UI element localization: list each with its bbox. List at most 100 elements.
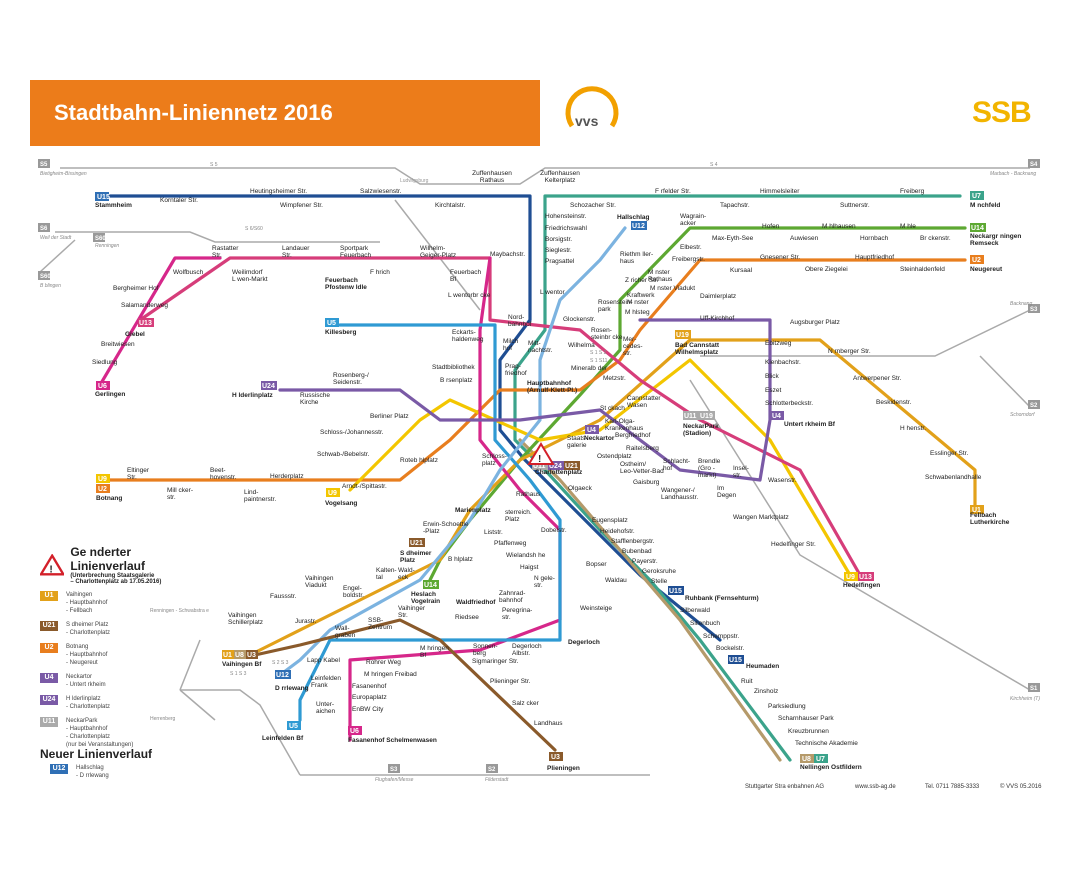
station-neckartor[interactable]: Neckartor xyxy=(584,435,615,442)
station-hallschlag[interactable]: Hallschlag xyxy=(617,214,650,221)
station-wasenstr[interactable]: Wasenstr. xyxy=(768,477,797,484)
station-maybach[interactable]: Maybachstr. xyxy=(490,251,525,258)
line-u4[interactable] xyxy=(278,318,772,482)
station-moehringen-freibad[interactable]: M hringen Freibad xyxy=(364,671,417,678)
station-salzwiesen[interactable]: Salzwiesenstr. xyxy=(360,188,402,195)
station-blick[interactable]: Blick xyxy=(765,373,779,380)
station-unteraichen[interactable]: Unter-aichen xyxy=(316,701,336,715)
station-plieningen[interactable]: Plieningen xyxy=(547,765,580,772)
station-ruhbank[interactable]: Ruhbank (Fernsehturm) xyxy=(685,595,759,602)
station-inselstr[interactable]: Insel-str. xyxy=(733,465,749,479)
station-glockenstr[interactable]: Glockenstr. xyxy=(563,316,596,323)
station-stafflenberg[interactable]: Stafflenbergstr. xyxy=(611,538,655,545)
station-suttnerstr[interactable]: Suttnerstr. xyxy=(840,202,870,209)
station-stoeckach[interactable]: St ckach xyxy=(600,405,625,412)
station-wilhelm-geiger[interactable]: Wilhelm-Geiger-Platz xyxy=(420,245,456,259)
station-neugereut[interactable]: Neugereut xyxy=(970,266,1003,273)
station-lapp-kabel[interactable]: Lapp Kabel xyxy=(307,657,340,664)
station-staatsgalerie[interactable]: Staats-galerie xyxy=(567,435,588,449)
station-scharnhauser[interactable]: Scharnhauser Park xyxy=(778,715,834,722)
station-kursaal[interactable]: Kursaal xyxy=(730,267,753,274)
station-wilhelma[interactable]: Wilhelma xyxy=(568,342,595,349)
station-erwin-schoettle[interactable]: Erwin-Schoettle-Platz xyxy=(423,521,469,535)
line-u2[interactable] xyxy=(108,258,967,482)
station-metzstr[interactable]: Metzstr. xyxy=(603,375,626,382)
station-muehlhausen[interactable]: M hlhausen xyxy=(822,223,856,230)
station-rohrer-weg[interactable]: Rohrer Weg xyxy=(366,659,401,666)
station-muehle[interactable]: M hle xyxy=(900,223,916,230)
station-hornstr[interactable]: H henstr. xyxy=(900,425,926,432)
station-eszet[interactable]: Eszet xyxy=(765,387,781,394)
station-rosenstein[interactable]: Rosenstein-park xyxy=(598,299,633,313)
station-wolfbusch[interactable]: Wolfbusch xyxy=(173,269,204,276)
station-marienplatz[interactable]: Marienplatz xyxy=(455,507,492,514)
line-u3[interactable] xyxy=(253,618,557,752)
station-arndt[interactable]: Arndt-/Spittastr. xyxy=(342,483,387,490)
station-gaisburg[interactable]: Gaisburg xyxy=(633,479,660,486)
station-schloss-johannes[interactable]: Schloss-/Johannesstr. xyxy=(320,429,384,436)
station-boersenplatz[interactable]: B rsenplatz xyxy=(440,377,473,384)
station-muensterstr[interactable]: M hlsteg xyxy=(625,309,650,316)
station-rathaus[interactable]: Rathaus xyxy=(516,491,541,498)
station-steinhaldenfeld[interactable]: Steinhaldenfeld xyxy=(900,266,945,273)
station-daimlerplatz[interactable]: Daimlerplatz xyxy=(700,293,736,300)
station-europaplatz[interactable]: Europaplatz xyxy=(352,694,387,701)
station-bubenbad[interactable]: Bubenbad xyxy=(622,548,652,555)
station-eugensplatz[interactable]: Eugensplatz xyxy=(592,517,628,524)
station-oesterreich[interactable]: sterreich.Platz xyxy=(505,509,532,523)
station-max-eyth[interactable]: Max-Eyth-See xyxy=(712,235,754,242)
station-ssb-zentrum[interactable]: SSB-Zentrum xyxy=(368,617,392,631)
station-enbw[interactable]: EnBW City xyxy=(352,706,384,713)
station-sillenbuch[interactable]: Sillenbuch xyxy=(690,620,720,627)
station-hoelderlinplatz[interactable]: H lderlinplatz xyxy=(232,392,274,399)
station-pragsattel[interactable]: Pragsattel xyxy=(545,258,575,265)
station-dobelstr[interactable]: Dobelstr. xyxy=(541,527,567,534)
station-leinfelden-bf[interactable]: Leinfelden Bf xyxy=(262,735,304,742)
station-himmelsleiter[interactable]: Himmelsleiter xyxy=(760,188,800,195)
station-schempp[interactable]: Schemppstr. xyxy=(703,633,739,640)
line-u14[interactable] xyxy=(428,226,967,582)
station-ludwigsburg[interactable]: Ludwigsburg xyxy=(400,178,429,184)
station-gerlingen[interactable]: Gerlingen xyxy=(95,391,125,398)
station-obere-ziegelei[interactable]: Obere Ziegelei xyxy=(805,266,848,273)
footer-web[interactable]: www.ssb-ag.de xyxy=(855,784,896,790)
station-zinsholz[interactable]: Zinsholz xyxy=(754,688,778,695)
station-killesberg[interactable]: Killesberg xyxy=(325,329,356,336)
station-brendle[interactable]: Brendle(Gro -markt) xyxy=(698,458,721,479)
station-waldfriedhof[interactable]: Waldfriedhof xyxy=(456,599,496,606)
station-borsig[interactable]: Borsigstr. xyxy=(545,236,572,243)
station-schlachthof[interactable]: Schlacht-hof xyxy=(663,458,690,472)
station-riethm[interactable]: Riethm ller-haus xyxy=(620,251,653,265)
station-giebel[interactable]: Giebel xyxy=(125,331,145,338)
station-weinsteige[interactable]: Weinsteige xyxy=(580,605,612,612)
station-bergfriedhof[interactable]: Bergfriedhof xyxy=(615,432,651,439)
station-fuchs[interactable]: F hrich xyxy=(370,269,390,276)
station-bergheimer[interactable]: Bergheimer Hof xyxy=(113,285,159,292)
station-bockelstr[interactable]: Bockelstr. xyxy=(716,645,744,652)
station-stadtbibliothek[interactable]: Stadtbibliothek xyxy=(432,364,475,371)
station-freiberg[interactable]: Freiberg xyxy=(900,188,925,195)
station-stelle[interactable]: Stelle xyxy=(651,578,668,585)
line-u13[interactable] xyxy=(138,256,862,577)
station-kirchtal[interactable]: Kirchtalstr. xyxy=(435,202,466,209)
station-pragfriedhof[interactable]: Prag-friedhof xyxy=(505,363,527,377)
station-salzaecker[interactable]: Salz cker xyxy=(512,700,540,707)
station-hedelfingen[interactable]: Hedelfingen xyxy=(843,582,880,589)
station-haigst[interactable]: Haigst xyxy=(520,564,539,571)
station-technische[interactable]: Technische Akademie xyxy=(795,740,858,747)
station-mineralbaeder[interactable]: Mineralb der xyxy=(571,365,608,372)
